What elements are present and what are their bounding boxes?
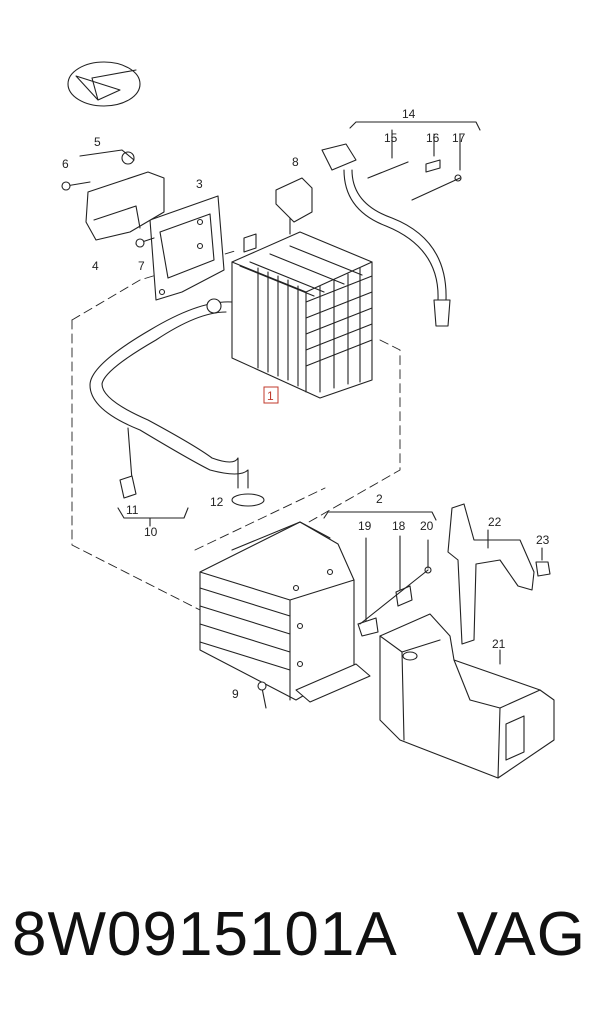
hold-down-bracket-part	[149, 195, 225, 301]
callout-7: 7	[138, 259, 145, 273]
callout-6: 6	[62, 157, 69, 171]
mounting-bracket-part	[61, 149, 165, 248]
callout-21: 21	[492, 637, 506, 651]
callout-3: 3	[196, 177, 203, 191]
callout-12: 12	[210, 495, 224, 509]
caption-bar: 8W0915101A VAG	[0, 880, 600, 990]
callout-14: 14	[402, 107, 416, 121]
callout-17: 17	[452, 131, 466, 145]
support-bracket-part	[447, 503, 551, 645]
callout-23: 23	[536, 533, 550, 547]
callout-15: 15	[384, 131, 398, 145]
callout-11: 11	[126, 503, 139, 517]
callout-10: 10	[144, 525, 158, 539]
orientation-compass-icon	[67, 61, 141, 107]
callout-20: 20	[420, 519, 434, 533]
callout-1: 1	[267, 389, 274, 403]
callout-18: 18	[392, 519, 406, 533]
heat-shield-part	[379, 613, 555, 779]
callout-22: 22	[488, 515, 502, 529]
battery-cable-part	[321, 121, 481, 327]
exploded-parts-diagram: 1 2 3 4 5 6 7 8 9 10 11 12 14 15 16 17 1…	[61, 61, 555, 779]
battery-tray-part	[199, 511, 437, 709]
tray-strap-part	[357, 535, 432, 637]
vent-hose-part	[89, 298, 265, 527]
callout-8: 8	[292, 155, 299, 169]
brand-label: VAG	[456, 900, 586, 969]
battery-part	[231, 208, 373, 399]
callout-4: 4	[92, 259, 99, 273]
callout-2: 2	[376, 492, 383, 506]
part-number-label: 8W0915101A	[12, 900, 398, 969]
callout-1-highlight-box	[263, 386, 279, 404]
callout-16: 16	[426, 131, 440, 145]
callout-19: 19	[358, 519, 372, 533]
terminal-cover-part	[275, 177, 313, 223]
callout-5: 5	[94, 135, 101, 149]
callout-9: 9	[232, 687, 239, 701]
